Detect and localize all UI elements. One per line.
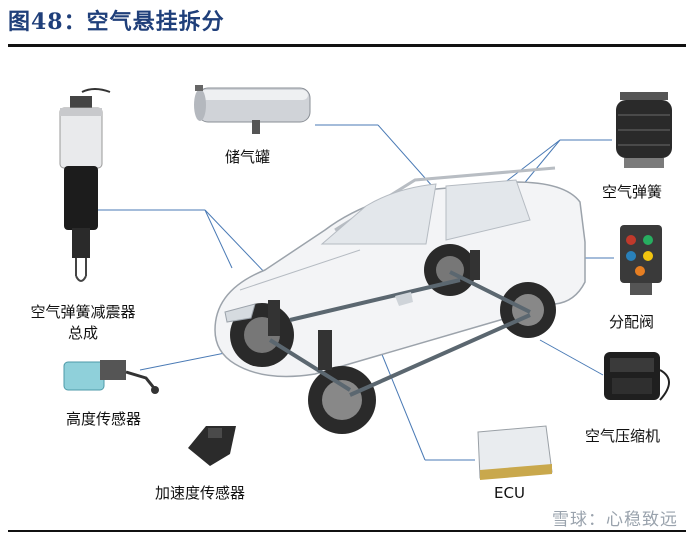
line-strut-down bbox=[204, 209, 233, 269]
distribution-valve-illustration bbox=[620, 225, 662, 295]
car-illustration bbox=[214, 166, 586, 434]
air-compressor-illustration bbox=[604, 352, 670, 401]
line-compressor bbox=[539, 339, 604, 376]
acceleration-sensor-illustration bbox=[188, 426, 236, 466]
air-spring-strut-illustration bbox=[59, 88, 111, 282]
label-air-tank: 储气罐 bbox=[225, 148, 271, 166]
bottom-rule bbox=[8, 530, 686, 532]
ecu-illustration bbox=[477, 425, 553, 480]
air-spring-illustration bbox=[616, 92, 672, 168]
watermark: 雪球：心稳致远 bbox=[552, 510, 678, 530]
label-height-sensor: 高度传感器 bbox=[66, 410, 142, 428]
height-sensor-illustration bbox=[63, 360, 159, 394]
figure-title: 图48：空气悬挂拆分 bbox=[8, 9, 225, 35]
label-air-spring: 空气弹簧 bbox=[602, 183, 663, 201]
label-air-compressor: 空气压缩机 bbox=[585, 427, 661, 445]
label-ecu: ECU bbox=[494, 484, 525, 502]
label-acceleration-sensor: 加速度传感器 bbox=[155, 484, 246, 502]
label-air-spring-strut: 空气弹簧减震器总成 bbox=[30, 303, 136, 342]
title-rule bbox=[8, 44, 686, 47]
air-tank-illustration bbox=[194, 85, 311, 134]
label-distribution-valve: 分配阀 bbox=[609, 313, 655, 331]
